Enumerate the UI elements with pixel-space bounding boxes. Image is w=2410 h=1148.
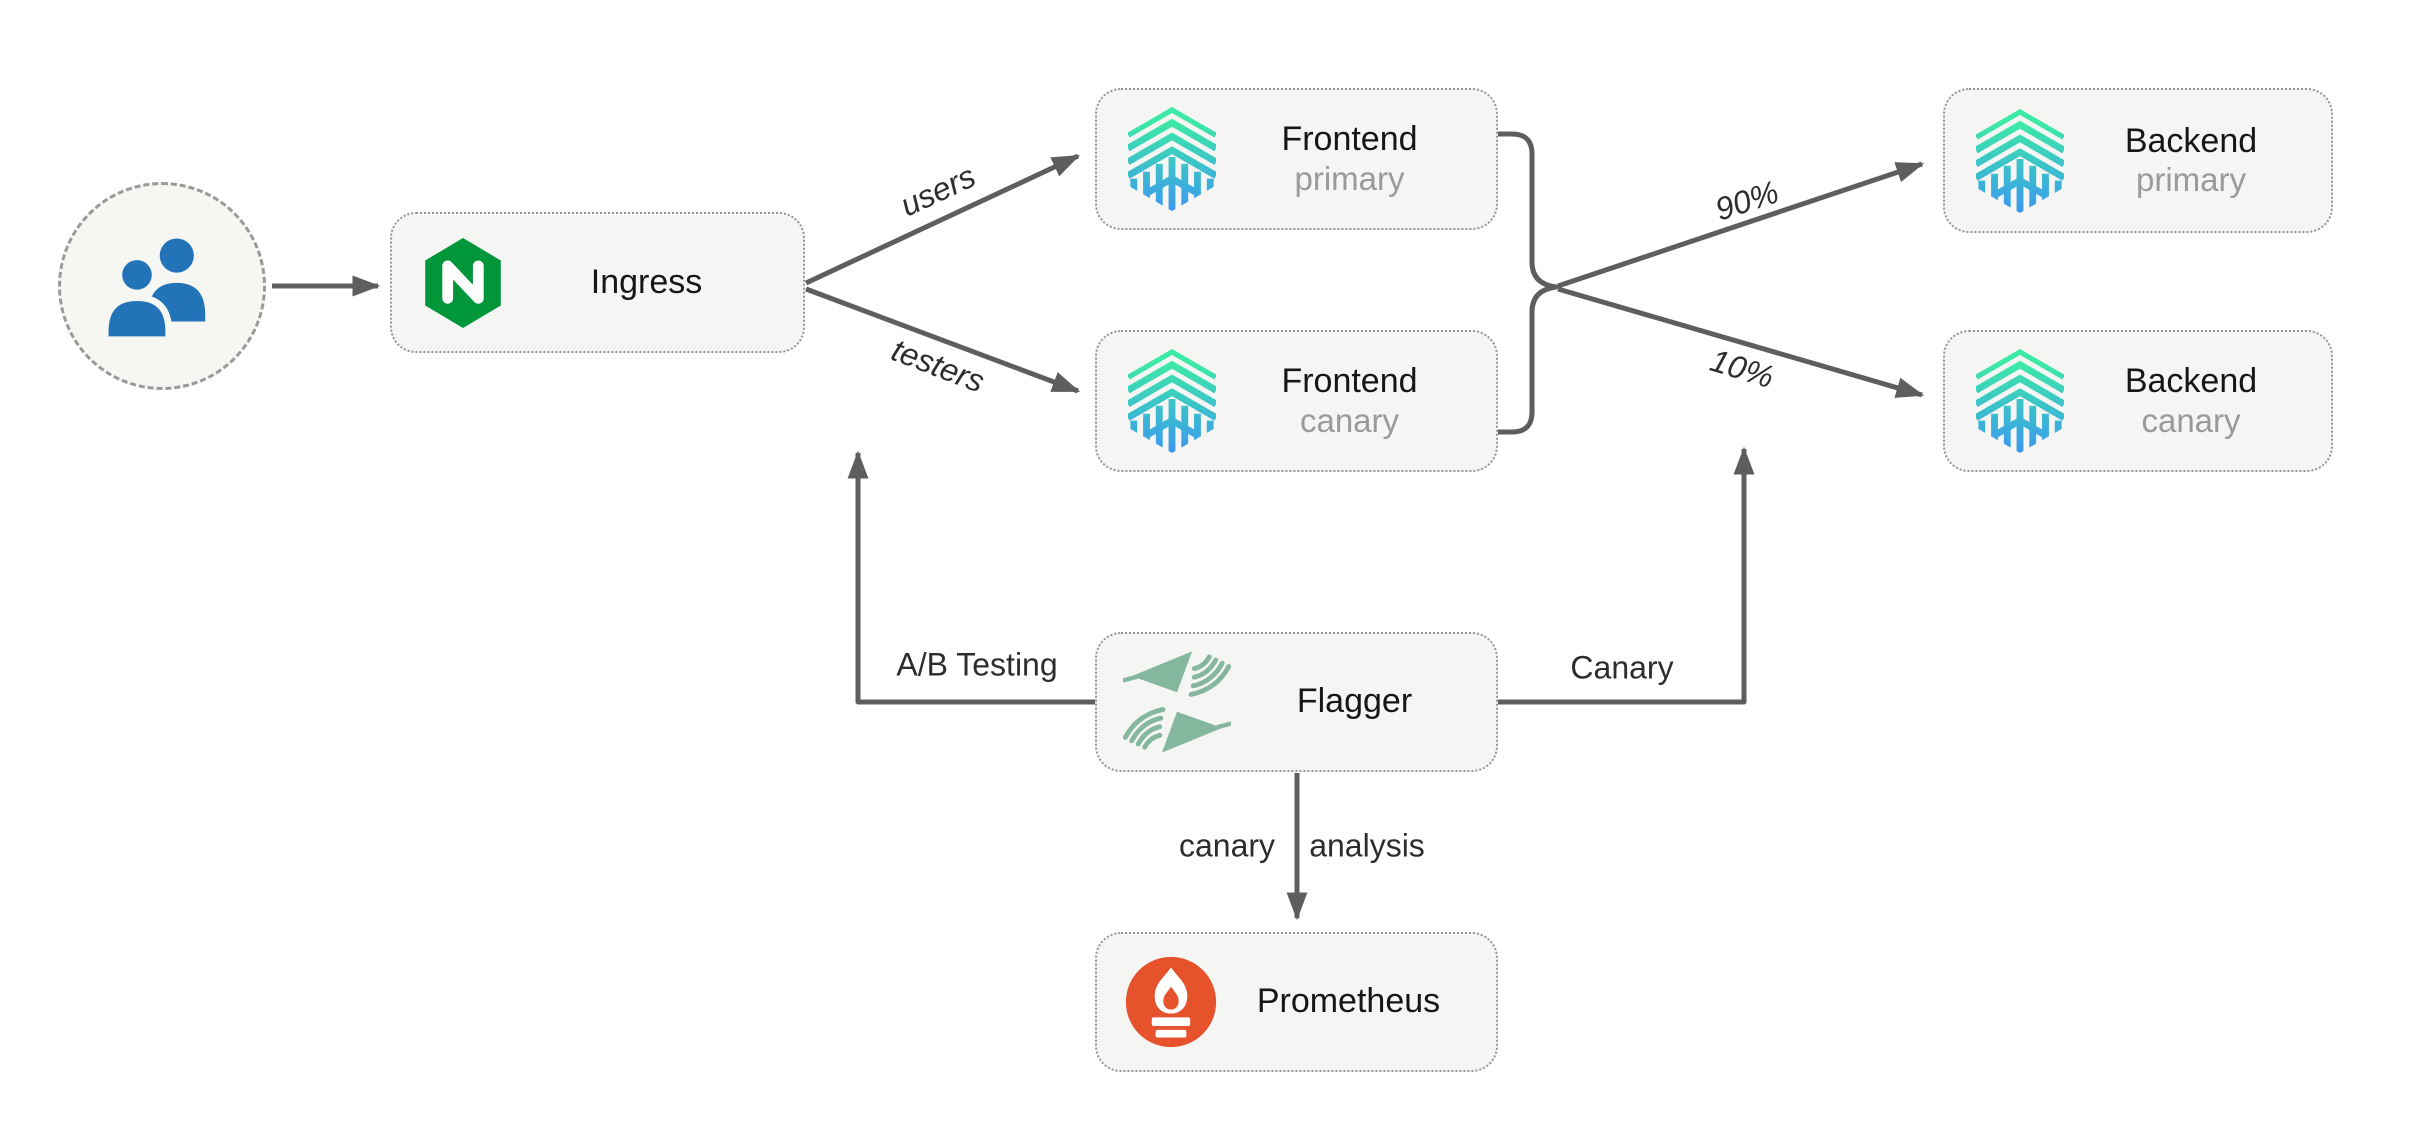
edge-flagger-canary-route	[1498, 446, 1755, 705]
node-title-backend-primary: Backend	[2124, 121, 2258, 160]
flagger-flags-icon	[1123, 646, 1231, 758]
edge-label-ab-testing: A/B Testing	[896, 646, 1058, 683]
node-title-backend-canary: Backend	[2124, 362, 2258, 401]
edge-frontends-to-backend-canary	[1557, 286, 1925, 398]
frontend-join-bracket	[1498, 131, 1559, 435]
node-prometheus: Prometheus	[1095, 932, 1498, 1072]
edge-ingress-to-frontend-primary	[804, 153, 1081, 286]
prometheus-torch-icon	[1123, 954, 1219, 1050]
edge-label-canary-route: Canary	[1570, 649, 1674, 686]
node-sublabel-frontend-primary: primary	[1294, 159, 1405, 197]
nginx-icon	[418, 229, 508, 337]
edge-label-canary-analysis-left: canary	[1178, 827, 1276, 864]
node-title-flagger: Flagger	[1296, 682, 1413, 721]
node-ingress: Ingress	[390, 212, 805, 353]
node-frontend-canary: Frontend canary	[1095, 330, 1498, 472]
node-flagger: Flagger	[1095, 632, 1498, 772]
node-users	[58, 182, 266, 390]
node-backend-canary: Backend canary	[1943, 330, 2333, 472]
node-title-ingress: Ingress	[590, 262, 703, 301]
node-title-frontend-primary: Frontend	[1281, 120, 1418, 159]
edge-ingress-to-frontend-canary	[805, 286, 1081, 394]
node-frontend-primary: Frontend primary	[1095, 88, 1498, 230]
node-sublabel-backend-primary: primary	[2135, 161, 2246, 199]
edge-label-canary-analysis-right: analysis	[1309, 827, 1425, 864]
node-title-frontend-canary: Frontend	[1281, 362, 1418, 401]
podinfo-cube-icon	[1971, 347, 2069, 455]
node-sublabel-backend-canary: canary	[2141, 401, 2241, 439]
podinfo-cube-icon	[1123, 105, 1221, 213]
edge-frontends-to-backend-primary	[1557, 161, 1925, 289]
node-sublabel-frontend-canary: canary	[1299, 401, 1400, 439]
node-backend-primary: Backend primary	[1943, 88, 2333, 233]
edge-flagger-ab-testing	[847, 450, 1095, 705]
podinfo-cube-icon	[1971, 107, 2069, 215]
node-title-prometheus: Prometheus	[1256, 982, 1441, 1021]
users-icon	[99, 226, 225, 347]
podinfo-cube-icon	[1123, 347, 1221, 455]
